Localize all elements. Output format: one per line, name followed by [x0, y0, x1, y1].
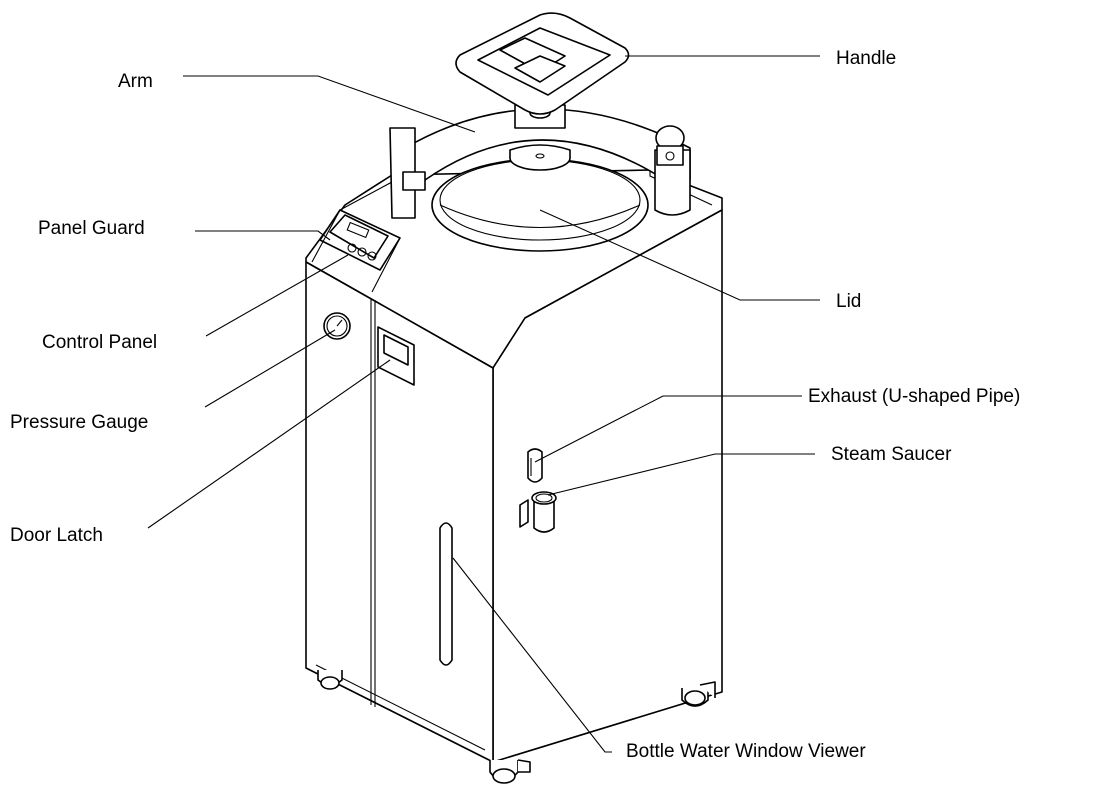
exhaust-pipe-drawing — [527, 448, 543, 483]
leader-exhaust — [534, 395, 802, 463]
door-latch-drawing — [377, 326, 415, 386]
label-bottle-window: Bottle Water Window Viewer — [626, 741, 866, 762]
caster-right — [681, 681, 716, 707]
bottle-window-drawing — [439, 522, 453, 666]
label-control-panel: Control Panel — [42, 332, 158, 353]
caster-front-left — [317, 670, 343, 690]
leader-door-latch — [147, 359, 391, 529]
leader-steam-saucer — [547, 453, 815, 496]
pressure-gauge-drawing — [323, 312, 351, 340]
leader-bottle-window — [452, 557, 612, 753]
steam-saucer-drawing — [519, 491, 557, 533]
label-arm: Arm — [118, 71, 153, 92]
leader-control-panel — [205, 254, 349, 337]
label-exhaust: Exhaust (U-shaped Pipe) — [808, 386, 1021, 407]
leader-lid — [539, 209, 820, 301]
control-panel-drawing — [311, 209, 401, 293]
caster-front-center — [489, 759, 531, 784]
arm-drawing — [389, 104, 691, 219]
handle-drawing — [455, 12, 630, 115]
lid-drawing — [431, 144, 649, 252]
leader-lines — [147, 55, 820, 753]
label-handle: Handle — [836, 48, 897, 69]
label-panel-guard: Panel Guard — [38, 218, 145, 239]
label-steam-saucer: Steam Saucer — [831, 444, 952, 465]
label-lid: Lid — [836, 291, 862, 312]
leader-panel-guard — [195, 230, 331, 241]
label-pressure-gauge: Pressure Gauge — [10, 412, 149, 433]
leader-pressure-gauge — [204, 329, 336, 408]
leader-arm — [183, 75, 476, 133]
label-door-latch: Door Latch — [10, 525, 103, 546]
casters — [317, 670, 716, 784]
